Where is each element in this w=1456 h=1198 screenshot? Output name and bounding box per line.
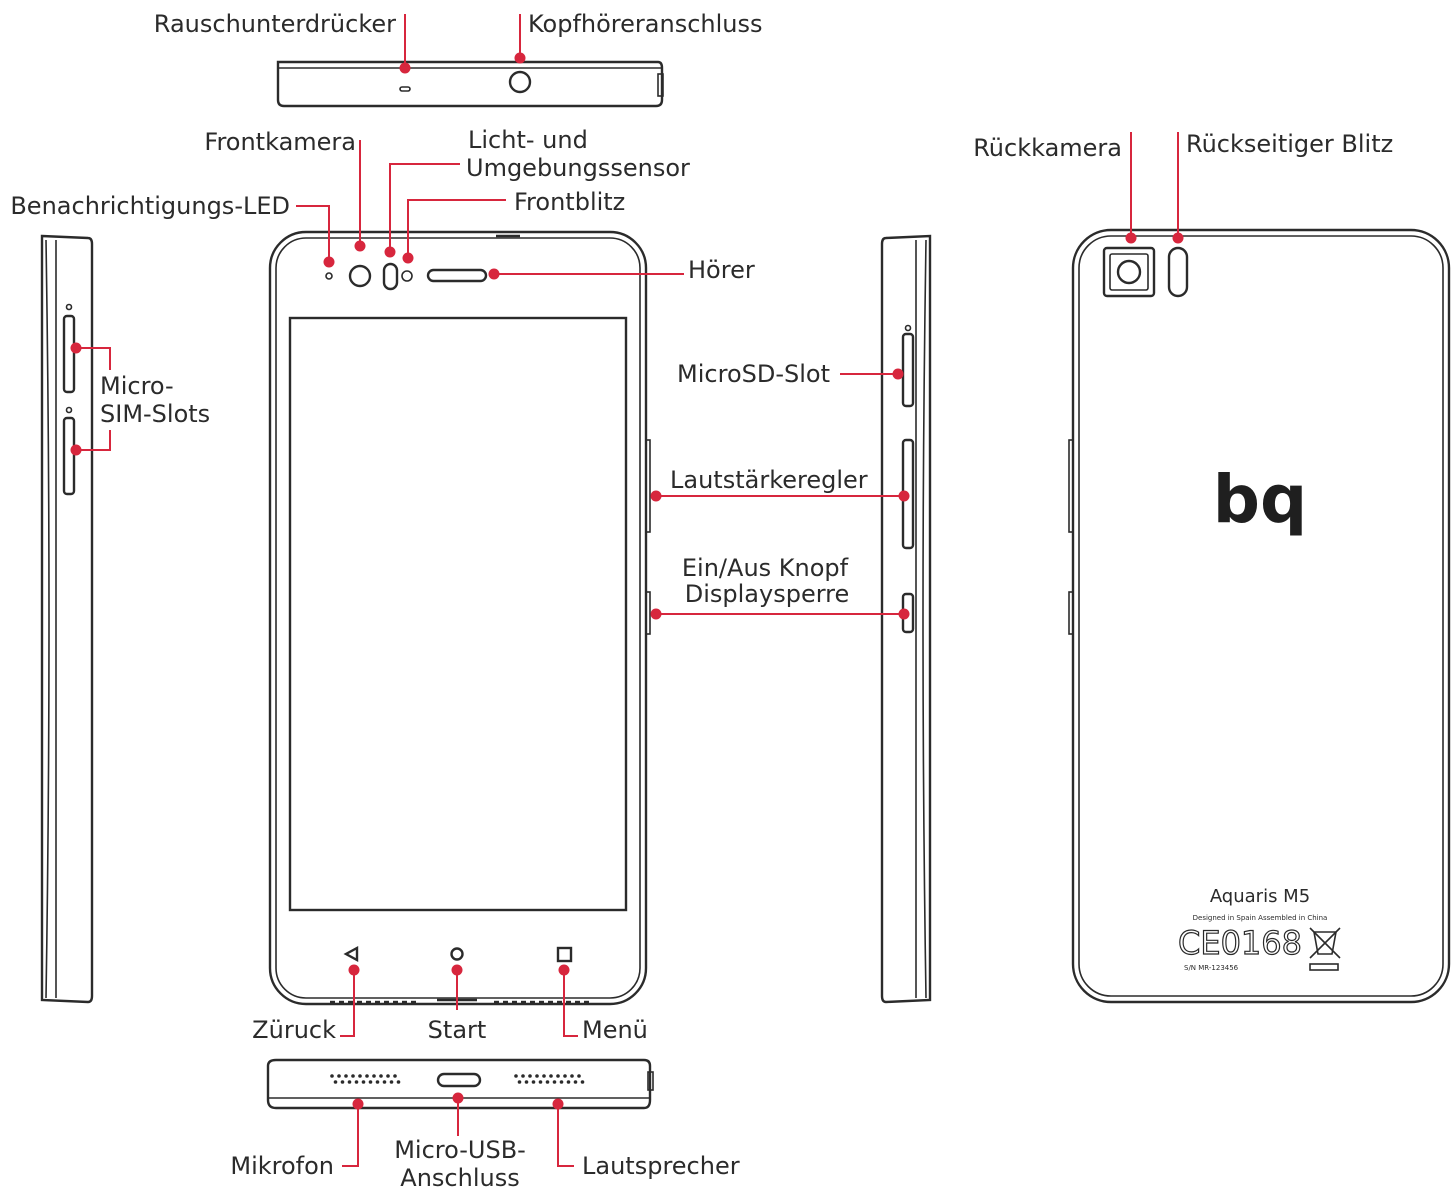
- label-notification-led: Benachrichtigungs-LED: [10, 192, 290, 220]
- label-menu: Menü: [582, 1016, 648, 1044]
- label-speaker: Lautsprecher: [582, 1152, 740, 1180]
- serial-number: S/N MR-123456: [1184, 964, 1239, 972]
- headphone-jack-icon: [508, 70, 532, 94]
- right-side-view: [880, 234, 932, 1004]
- label-microsd-slot: MicroSD-Slot: [677, 360, 830, 388]
- microsd-slot-icon: [901, 332, 915, 408]
- label-headphone-jack: Kopfhöreranschluss: [528, 10, 763, 38]
- menu-button-icon: [556, 946, 573, 963]
- label-power-2: Displaysperre: [685, 580, 850, 608]
- label-usb-1: Micro-USB-: [394, 1136, 526, 1164]
- label-volume: Lautstärkeregler: [670, 466, 868, 494]
- label-sim-slots-1: Micro-: [100, 372, 174, 400]
- sim-slot-2-icon: [62, 416, 76, 496]
- usb-port-icon: [436, 1072, 482, 1088]
- sim-slot-1-icon: [62, 314, 76, 394]
- notification-led-icon: [325, 272, 333, 280]
- back-button-icon: [343, 945, 359, 963]
- screen: [288, 316, 628, 912]
- label-usb-2: Anschluss: [400, 1164, 519, 1192]
- front-flash-icon: [382, 262, 399, 291]
- label-front-flash: Frontblitz: [514, 188, 625, 216]
- label-light-sensor-2: Umgebungssensor: [466, 154, 690, 182]
- front-camera-icon: [348, 264, 372, 288]
- rear-camera-icon: [1102, 246, 1156, 298]
- label-front-camera: Frontkamera: [204, 128, 356, 156]
- origin-text: Designed in Spain Assembled in China: [1193, 914, 1328, 922]
- label-earpiece: Hörer: [688, 256, 755, 284]
- ce-mark: CE0168: [1178, 924, 1302, 962]
- model-name: Aquaris M5: [1210, 886, 1310, 907]
- leader-lines: [70, 14, 1184, 1167]
- label-microphone: Mikrofon: [230, 1152, 334, 1180]
- label-power-1: Ein/Aus Knopf: [682, 554, 849, 582]
- speaker-grille-icon: [514, 1074, 585, 1084]
- label-rear-camera: Rückkamera: [973, 134, 1122, 162]
- label-home: Start: [428, 1016, 487, 1044]
- front-view: [268, 230, 651, 1006]
- label-back: Züruck: [252, 1016, 336, 1044]
- left-side-view: [40, 234, 94, 1004]
- label-noise-suppressor: Rauschunterdrücker: [154, 10, 396, 38]
- labels: Rauschunterdrücker Kopfhöreranschluss Fr…: [10, 10, 1393, 1192]
- earpiece-icon: [426, 268, 488, 283]
- noise-mic-icon: [399, 86, 411, 92]
- light-sensor-icon: [401, 270, 413, 282]
- rear-flash-icon: [1167, 246, 1189, 298]
- microphone-grille-icon: [330, 1074, 401, 1084]
- label-rear-flash: Rückseitiger Blitz: [1186, 130, 1393, 158]
- label-light-sensor-1: Licht- und: [468, 126, 588, 154]
- label-sim-slots-2: SIM-Slots: [100, 400, 210, 428]
- home-button-icon: [450, 947, 464, 961]
- weee-bin-icon: [1309, 927, 1341, 959]
- brand-logo: bq: [1213, 461, 1308, 538]
- back-view: bq Aquaris M5 Designed in Spain Assemble…: [1068, 228, 1451, 1004]
- top-edge-view: [276, 60, 664, 108]
